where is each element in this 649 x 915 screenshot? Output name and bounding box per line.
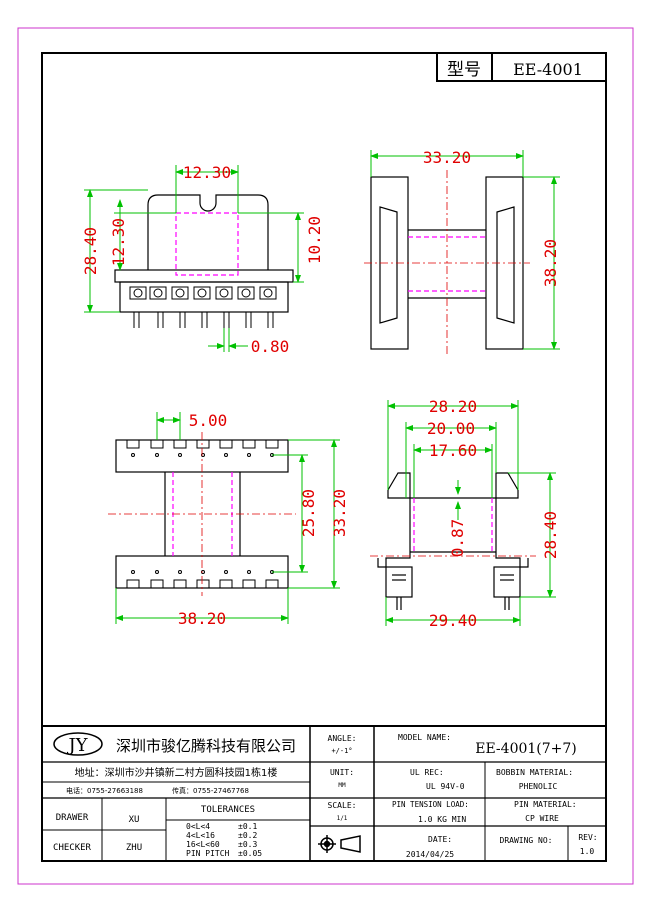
dim-front-right: 10.20	[305, 216, 324, 264]
model-name-value: EE-4001(7+7)	[475, 741, 577, 757]
drawer-label: DRAWER	[56, 813, 89, 823]
drawing-frame	[41, 52, 607, 862]
scale-value: 1/1	[337, 815, 348, 822]
side-view-dimensions	[370, 150, 560, 350]
checker-label: CHECKER	[53, 843, 92, 853]
tol-range-1: 0<L<4	[186, 822, 210, 831]
date-label: DATE:	[428, 835, 452, 844]
pin-tension-label: PIN TENSION LOAD:	[392, 800, 469, 809]
tol-range-4: PIN PITCH	[186, 849, 230, 858]
scale-label: SCALE:	[328, 801, 357, 810]
bobbin-value: PHENOLIC	[519, 782, 558, 791]
title-block	[42, 725, 606, 861]
pin-material-label: PIN MATERIAL:	[514, 800, 577, 809]
page-border	[17, 27, 634, 885]
dim-end-w1: 28.20	[429, 397, 477, 416]
model-header: 型号 EE-4001	[436, 52, 607, 82]
front-view-dimensions	[84, 165, 304, 352]
ul-label: UL REC:	[410, 768, 444, 777]
bobbin-label: BOBBIN MATERIAL:	[496, 768, 573, 777]
dim-side-width: 33.20	[423, 148, 471, 167]
tol-range-2: 4<L<16	[186, 831, 215, 840]
dim-pin-pitch: 5.00	[189, 411, 228, 430]
rev-label: REV:	[578, 833, 597, 842]
projection-symbol	[318, 835, 361, 853]
drawer-name: XU	[129, 815, 140, 825]
pin-tension-value: 1.0 KG MIN	[418, 815, 466, 824]
dim-front-height: 28.40	[81, 227, 100, 275]
company-name: 深圳市骏亿腾科技有限公司	[116, 737, 296, 755]
drawing-no-label: DRAWING NO:	[500, 836, 553, 845]
dim-front-width: 12.30	[183, 163, 231, 182]
end-view-dimensions	[385, 400, 556, 626]
rev-value: 1.0	[580, 847, 595, 856]
end-view	[370, 472, 536, 610]
model-name-label: MODEL NAME:	[398, 733, 451, 742]
dim-side-height: 38.20	[541, 239, 560, 287]
angle-value: +/-1°	[331, 747, 352, 755]
tol-val-3: ±0.3	[238, 840, 257, 849]
company-tel: 电话：0755-27663188	[66, 786, 143, 795]
tolerances-label: TOLERANCES	[201, 805, 255, 815]
date-value: 2014/04/25	[406, 850, 454, 859]
ul-value: UL 94V-0	[426, 782, 465, 791]
dim-front-window: 12.30	[109, 218, 128, 266]
company-fax: 传真：0755-27467768	[172, 786, 249, 795]
dim-bottom-width: 38.20	[178, 609, 226, 628]
dim-bottom-outer: 33.20	[330, 489, 349, 537]
unit-label: UNIT:	[330, 768, 354, 777]
dim-end-height: 28.40	[541, 511, 560, 559]
tol-val-1: ±0.1	[238, 822, 257, 831]
dim-bottom-inner: 25.80	[299, 489, 318, 537]
side-view	[364, 170, 530, 355]
dim-end-pins: 29.40	[429, 611, 477, 630]
angle-label: ANGLE:	[328, 734, 357, 743]
checker-name: ZHU	[126, 843, 142, 853]
dim-pin-gap: 0.80	[251, 337, 290, 356]
tol-range-3: 16<L<60	[186, 840, 220, 849]
tol-val-4: ±0.05	[238, 849, 262, 858]
front-view	[114, 194, 294, 328]
model-number: EE-4001	[513, 60, 583, 79]
dim-end-wall: 0.87	[448, 519, 467, 558]
bottom-view-dimensions	[115, 412, 340, 624]
company-address: 地址：深圳市沙井镇新二村方圆科技园1栋1楼	[75, 766, 278, 779]
company-logo: JY	[66, 735, 88, 756]
unit-value: MM	[338, 782, 346, 789]
dim-end-w3: 17.60	[429, 441, 477, 460]
bottom-view	[108, 432, 296, 596]
type-label: 型号	[447, 60, 481, 80]
dim-end-w2: 20.00	[427, 419, 475, 438]
tol-val-2: ±0.2	[238, 831, 257, 840]
pin-material-value: CP WIRE	[525, 814, 559, 823]
